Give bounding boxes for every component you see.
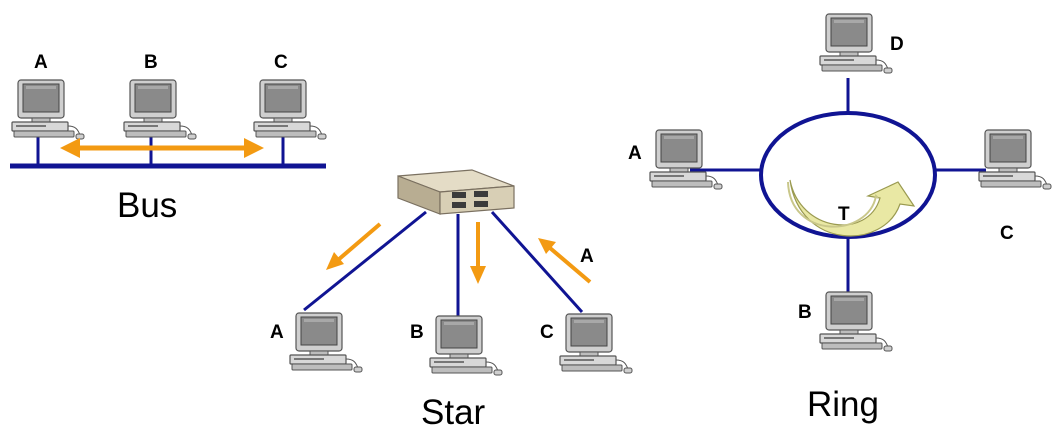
star-node-label-a: A [270,322,284,343]
star-arrow-to-b-icon [470,222,486,284]
star-topology: A A B C Star [270,169,633,432]
star-arrow-label: A [580,246,594,267]
star-link-a [303,210,427,312]
ring-topology: T D A C B Ring [628,13,1052,424]
ring-node-label-d: D [890,34,904,55]
ring-computer-d-icon [819,13,893,74]
bus-node-label-b: B [144,52,158,73]
star-computer-c-icon [559,313,633,374]
bus-node-label-c: C [274,52,288,73]
star-computer-a-icon [289,312,363,373]
star-node-label-c: C [540,322,554,343]
star-arrow-from-a-icon [538,238,592,284]
ring-computer-b-icon [819,291,893,352]
star-computer-b-icon [429,315,503,376]
network-switch-icon [397,169,515,215]
token-rotation-arrow-icon [787,179,916,237]
ring-title: Ring [807,385,879,424]
ring-node-label-b: B [798,302,812,323]
ring-node-label-a: A [628,143,642,164]
ring-token-label: T [838,204,850,225]
star-title: Star [421,393,486,432]
bus-bidirectional-arrow-icon [60,138,264,158]
ring-computer-c-icon [978,129,1052,190]
bus-computer-a-icon [11,79,85,140]
bus-computer-b-icon [123,79,197,140]
star-arrow-to-a-icon [326,222,382,270]
bus-computer-c-icon [253,79,327,140]
bus-title: Bus [117,186,177,225]
ring-node-label-c: C [1000,223,1014,244]
ring-computer-a-icon [649,129,723,190]
star-link-c [490,210,584,314]
bus-topology: A B C Bus [10,52,327,225]
bus-node-label-a: A [34,52,48,73]
star-node-label-b: B [410,322,424,343]
